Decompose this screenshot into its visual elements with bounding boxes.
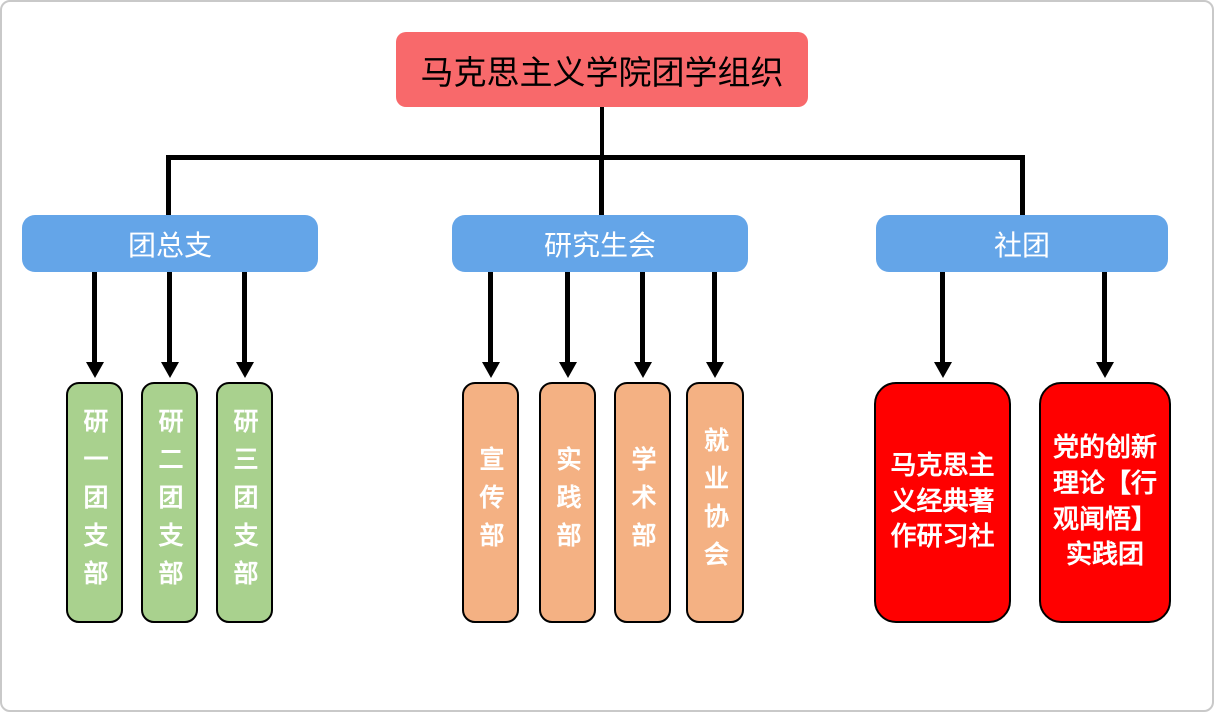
arrow-to-employment-assoc [712,272,717,362]
node-grade1-league-branch: 研一团支部 [66,382,123,623]
arrow-to-party-innovation-practice-team [1102,272,1107,362]
node-label: 研三团支部 [230,407,259,598]
connector-horizontal [166,155,1025,160]
node-grade2-league-branch: 研二团支部 [141,382,198,623]
root-node-label: 马克思主义学院团学组织 [420,52,784,92]
arrow-to-grade3-league-branch [242,272,247,362]
node-marx-classics-society: 马克思主义经典著作研习社 [874,382,1011,623]
arrow-to-grade2-league-branch [167,272,172,362]
node-label: 研一团支部 [80,407,109,598]
node-academic-dept: 学术部 [614,382,671,623]
arrow-to-academic-dept [640,272,645,362]
node-publicity-dept: 宣传部 [462,382,519,623]
node-label: 学术部 [628,445,657,560]
node-label: 宣传部 [476,445,505,560]
branch-node-label: 研究生会 [543,228,656,262]
root-node: 马克思主义学院团学组织 [396,32,808,107]
node-employment-assoc: 就业协会 [686,382,744,623]
branch-node-league-general: 团总支 [22,215,318,272]
branch-node-label: 社团 [993,228,1050,262]
node-practice-dept: 实践部 [539,382,596,623]
node-party-innovation-practice-team: 党的创新理论【行观闻悟】实践团 [1039,382,1171,623]
node-label: 党的创新理论【行观闻悟】实践团 [1052,432,1157,571]
branch-node-graduate-student-union: 研究生会 [452,215,748,272]
branch-node-clubs: 社团 [876,215,1168,272]
arrow-to-practice-dept [565,272,570,362]
connector-drop-right [1020,155,1025,217]
node-label: 研二团支部 [155,407,184,598]
connector-root-stem [600,107,604,157]
node-grade3-league-branch: 研三团支部 [216,382,273,623]
node-label: 实践部 [553,445,582,560]
arrow-to-publicity-dept [488,272,493,362]
arrow-to-grade1-league-branch [92,272,97,362]
connector-drop-left [166,155,171,217]
connector-drop-center [599,155,604,217]
node-label: 马克思主义经典著作研习社 [890,450,995,553]
branch-node-label: 团总支 [127,228,212,262]
node-label: 就业协会 [700,426,730,579]
arrow-to-marx-classics-society [940,272,945,362]
